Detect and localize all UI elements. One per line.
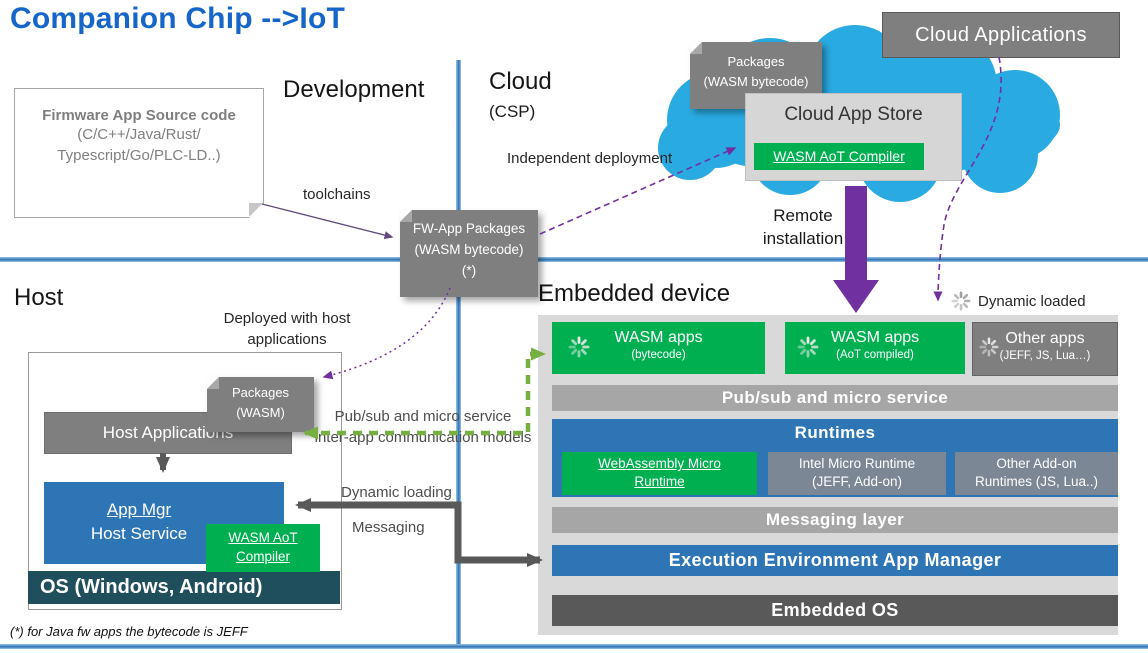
runtime-wamr-line2: Runtime (634, 474, 685, 489)
footnote: (*) for Java fw apps the bytecode is JEF… (10, 624, 248, 639)
runtime-intel-line2: (JEFF, Add-on) (811, 474, 903, 489)
host-packages-tag: Packages (WASM) (207, 377, 314, 432)
divider-vertical (456, 60, 461, 644)
dynamic-loading-label: Dynamic loading (341, 484, 452, 501)
app-mgr-line2: Host Service (90, 524, 188, 543)
pubsub-service-bar-label: Pub/sub and micro service (721, 388, 949, 407)
wasm-aot-compiler-host-line2: Compiler (235, 549, 290, 564)
host-packages-line1: Packages (231, 385, 290, 400)
embedded-os-label: Embedded OS (771, 600, 899, 620)
cloud-applications-label: Cloud Applications (915, 24, 1087, 46)
runtime-other-line1: Other Add-on (996, 456, 1077, 471)
cloud-app-store-box: Cloud App Store WASM AoT Compiler (745, 93, 962, 181)
other-apps-title: Other apps (1005, 330, 1085, 347)
section-label-development: Development (283, 76, 425, 103)
fw-app-packages-line1: FW-App Packages (412, 221, 526, 236)
wasm-apps-aot-box: WASM apps (AoT compiled) (785, 322, 965, 374)
pubsub-service-bar: Pub/sub and micro service (552, 385, 1118, 411)
remote-line2: installation (762, 229, 844, 248)
firmware-source-title: Firmware App Source code (42, 107, 236, 124)
execution-environment-bar: Execution Environment App Manager (552, 545, 1118, 576)
section-label-cloud-csp: (CSP) (489, 102, 536, 121)
cloud-applications-box: Cloud Applications (882, 12, 1120, 58)
firmware-source-line2: (C/C++/Java/Rust/ (77, 126, 201, 143)
wasm-apps-aot-subtitle: (AoT compiled) (836, 349, 914, 361)
runtimes-container: Runtimes WebAssembly Micro Runtime Intel… (552, 419, 1118, 497)
host-os-bar: OS (Windows, Android) (28, 571, 340, 604)
messaging-label: Messaging (352, 519, 425, 536)
wasm-apps-bytecode-subtitle: (bytecode) (631, 349, 686, 361)
host-applications-label: Host Applications (102, 423, 234, 442)
remote-installation-label: Remote installation (748, 204, 858, 250)
runtime-other-line2: Runtimes (JS, Lua..) (974, 474, 1099, 489)
firmware-source-line3: Typescript/Go/PLC-LD..) (57, 147, 221, 164)
page-title: Companion Chip -->IoT (10, 2, 345, 35)
cloud-packages-line2: (WASM bytecode) (703, 74, 809, 90)
remote-line1: Remote (773, 206, 833, 225)
runtime-intel-line1: Intel Micro Runtime (798, 456, 916, 471)
section-label-embedded: Embedded device (538, 280, 731, 307)
embedded-os-bar: Embedded OS (552, 595, 1118, 626)
fw-app-packages-line2: (WASM bytecode) (414, 241, 524, 257)
deployed-line1: Deployed with host (223, 310, 351, 327)
runtime-wamr-box: WebAssembly Micro Runtime (562, 452, 757, 495)
other-apps-box: Other apps (JEFF, JS, Lua…) (972, 322, 1118, 376)
spinner-icon (797, 336, 819, 358)
toolchains-arrow (261, 203, 394, 240)
spinner-icon (979, 337, 999, 357)
spinner-icon (951, 291, 971, 311)
other-apps-subtitle: (JEFF, JS, Lua…) (999, 350, 1091, 362)
dynamic-loaded-label: Dynamic loaded (978, 293, 1086, 310)
spinner-icon (568, 336, 590, 358)
runtime-intel-box: Intel Micro Runtime (JEFF, Add-on) (768, 452, 946, 495)
cloud-packages-line1: Packages (727, 54, 785, 69)
wasm-aot-compiler-host: WASM AoT Compiler (206, 524, 320, 572)
deployed-with-host-label: Deployed with host applications (212, 308, 362, 350)
section-label-cloud: Cloud (489, 68, 552, 95)
wasm-aot-compiler-host-line1: WASM AoT (228, 530, 298, 545)
section-label-host: Host (14, 284, 64, 311)
app-mgr-line1: App Mgr (106, 500, 172, 519)
firmware-source-box: Firmware App Source code (C/C++/Java/Rus… (14, 88, 264, 218)
messaging-layer-label: Messaging layer (765, 510, 905, 529)
embedded-device-panel: WASM apps (bytecode) WASM apps (AoT comp… (538, 315, 1118, 635)
fw-app-packages-tag: FW-App Packages (WASM bytecode) (*) (400, 210, 538, 297)
toolchains-label: toolchains (303, 186, 371, 203)
fw-app-packages-line3: (*) (461, 262, 477, 278)
app-mgr-text: App Mgr Host Service (54, 498, 224, 546)
cloud-app-store-title: Cloud App Store (784, 104, 923, 125)
wasm-apps-aot-title: WASM apps (830, 329, 920, 346)
wasm-aot-compiler-cloud-label: WASM AoT Compiler (773, 148, 905, 164)
independent-deployment-label: Independent deployment (507, 150, 673, 167)
wasm-aot-compiler-cloud: WASM AoT Compiler (754, 143, 924, 170)
runtime-other-box: Other Add-on Runtimes (JS, Lua..) (955, 452, 1118, 495)
host-os-label: OS (Windows, Android) (40, 576, 263, 598)
execution-environment-label: Execution Environment App Manager (668, 550, 1002, 570)
divider-bottom (0, 644, 1148, 649)
messaging-layer-bar: Messaging layer (552, 507, 1118, 533)
runtime-wamr-line1: WebAssembly Micro (598, 456, 721, 471)
deployed-line2: applications (247, 331, 327, 348)
wasm-apps-bytecode-title: WASM apps (614, 329, 703, 346)
pubsub-models-label: Pub/sub and micro service inter-app comm… (302, 406, 544, 448)
host-packages-line2: (WASM) (236, 405, 285, 421)
runtimes-title: Runtimes (794, 423, 876, 442)
pubsub-models-line1: Pub/sub and micro service (334, 408, 512, 425)
pubsub-models-line2: inter-app communication models (314, 429, 532, 446)
divider-horizontal (0, 257, 1148, 262)
wasm-apps-bytecode-box: WASM apps (bytecode) (552, 322, 765, 374)
